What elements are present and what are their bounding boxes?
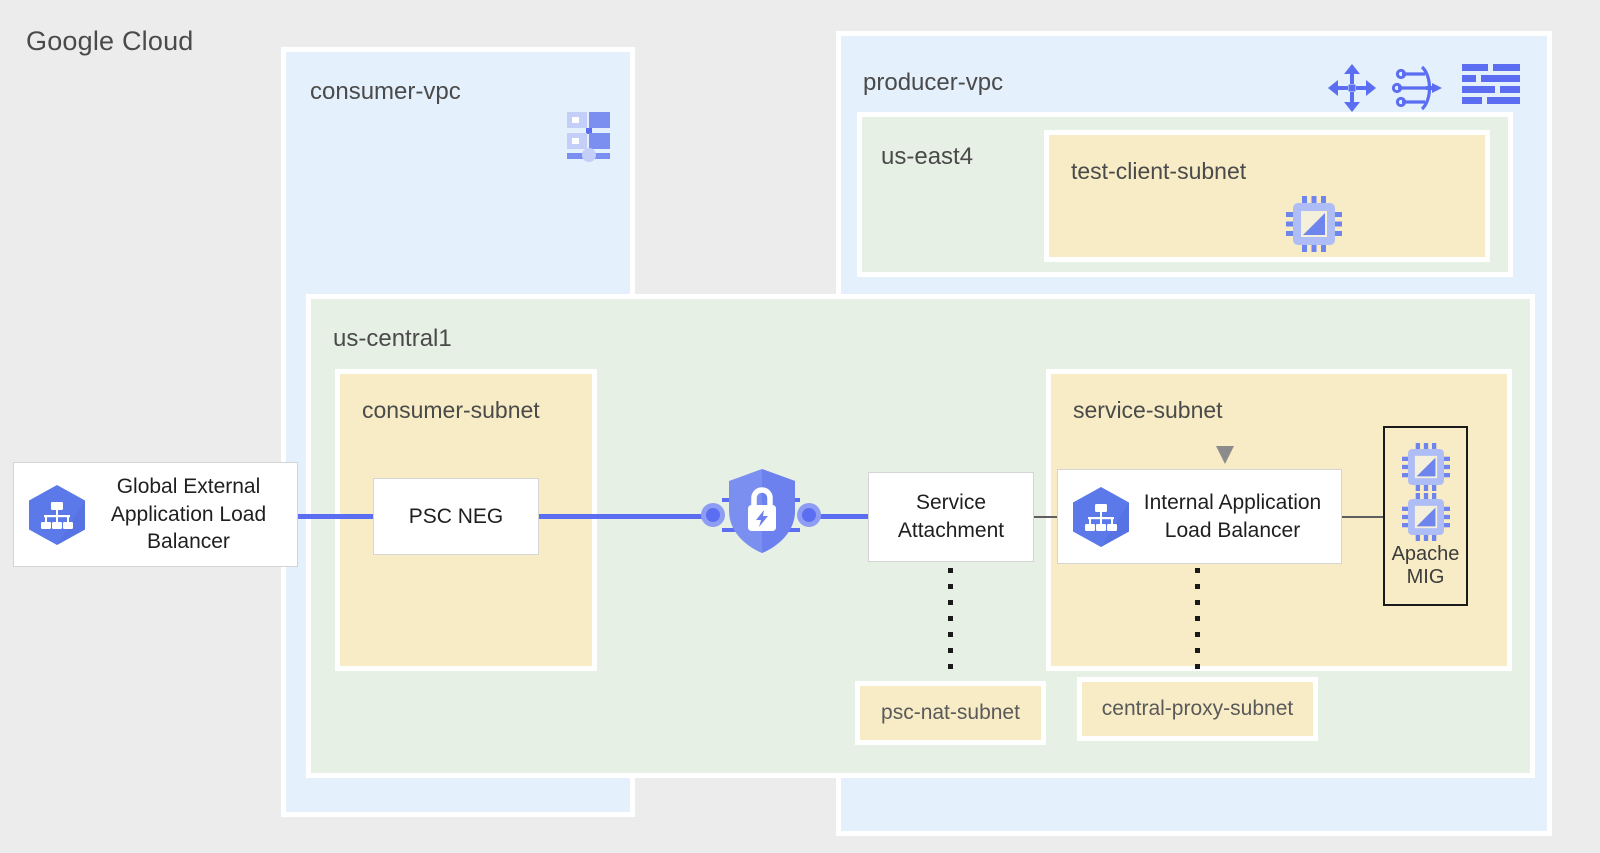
ilb-line-1: Internal Application	[1143, 490, 1322, 514]
connector-pscneg-to-psc	[538, 514, 716, 519]
consumer-subnet-label: consumer-subnet	[362, 397, 540, 423]
container-central-proxy-subnet: central-proxy-subnet	[1077, 677, 1318, 741]
connector-psc-to-serviceattachment	[806, 514, 869, 519]
node-internal-alb-label: Internal Application Load Balancer	[1130, 489, 1341, 544]
load-balancer-hexagon-icon	[1072, 486, 1130, 548]
central-proxy-subnet-label: central-proxy-subnet	[1101, 697, 1294, 720]
node-psc-neg-label: PSC NEG	[408, 504, 504, 528]
alb-line-1: Global External	[116, 474, 261, 498]
connector-sa-to-ilb	[1033, 516, 1059, 518]
load-balancer-hexagon-icon	[28, 484, 86, 546]
page-title: Google Cloud	[26, 26, 194, 56]
psc-shield-lock-icon[interactable]	[727, 467, 797, 555]
node-apache-mig[interactable]: Apache MIG	[1383, 426, 1468, 606]
container-psc-nat-subnet: psc-nat-subnet	[855, 681, 1046, 745]
us-east4-label: us-east4	[881, 143, 974, 170]
node-service-attachment[interactable]: Service Attachment	[868, 472, 1034, 562]
psc-nat-subnet-label: psc-nat-subnet	[881, 701, 1020, 724]
alb-line-3: Balancer	[147, 530, 230, 554]
psc-node-right-icon	[796, 500, 822, 530]
vm-chip-icon	[1401, 443, 1450, 491]
server-rack-icon	[563, 109, 613, 162]
node-psc-neg[interactable]: PSC NEG	[373, 478, 539, 555]
mig-line-2: MIG	[1406, 566, 1445, 588]
us-central1-label: us-central1	[333, 325, 452, 352]
connector-extlb-to-pscneg	[298, 514, 373, 519]
node-service-attachment-label: Service Attachment	[898, 489, 1004, 544]
vm-chip-icon	[1286, 196, 1342, 252]
ilb-line-2: Load Balancer	[1164, 518, 1301, 542]
service-directory-icon	[1391, 63, 1446, 113]
node-apache-mig-label: Apache MIG	[1392, 543, 1460, 589]
connector-testclient-to-ilb	[1216, 446, 1234, 464]
connector-sa-to-pscnat	[948, 568, 953, 674]
producer-vpc-label: producer-vpc	[863, 69, 1004, 96]
node-global-external-alb[interactable]: Global External Application Load Balance…	[13, 462, 298, 567]
test-client-subnet-label: test-client-subnet	[1071, 158, 1247, 184]
connector-ilb-to-centralproxy	[1195, 568, 1200, 674]
traffic-director-icon	[1327, 63, 1377, 113]
mig-line-1: Apache	[1391, 543, 1460, 565]
consumer-vpc-label: consumer-vpc	[310, 78, 461, 105]
node-global-external-alb-label: Global External Application Load Balance…	[86, 473, 297, 556]
node-internal-alb[interactable]: Internal Application Load Balancer	[1057, 469, 1342, 564]
psc-node-left-icon	[700, 500, 726, 530]
sa-line-1: Service	[915, 491, 986, 515]
container-test-client-subnet: test-client-subnet	[1044, 130, 1490, 262]
service-subnet-label: service-subnet	[1073, 397, 1223, 423]
logs-icon	[1462, 62, 1520, 112]
connector-ilb-to-mig	[1341, 516, 1383, 518]
sa-line-2: Attachment	[897, 519, 1005, 542]
vm-chip-icon	[1401, 493, 1450, 541]
alb-line-2: Application Load	[110, 502, 267, 526]
